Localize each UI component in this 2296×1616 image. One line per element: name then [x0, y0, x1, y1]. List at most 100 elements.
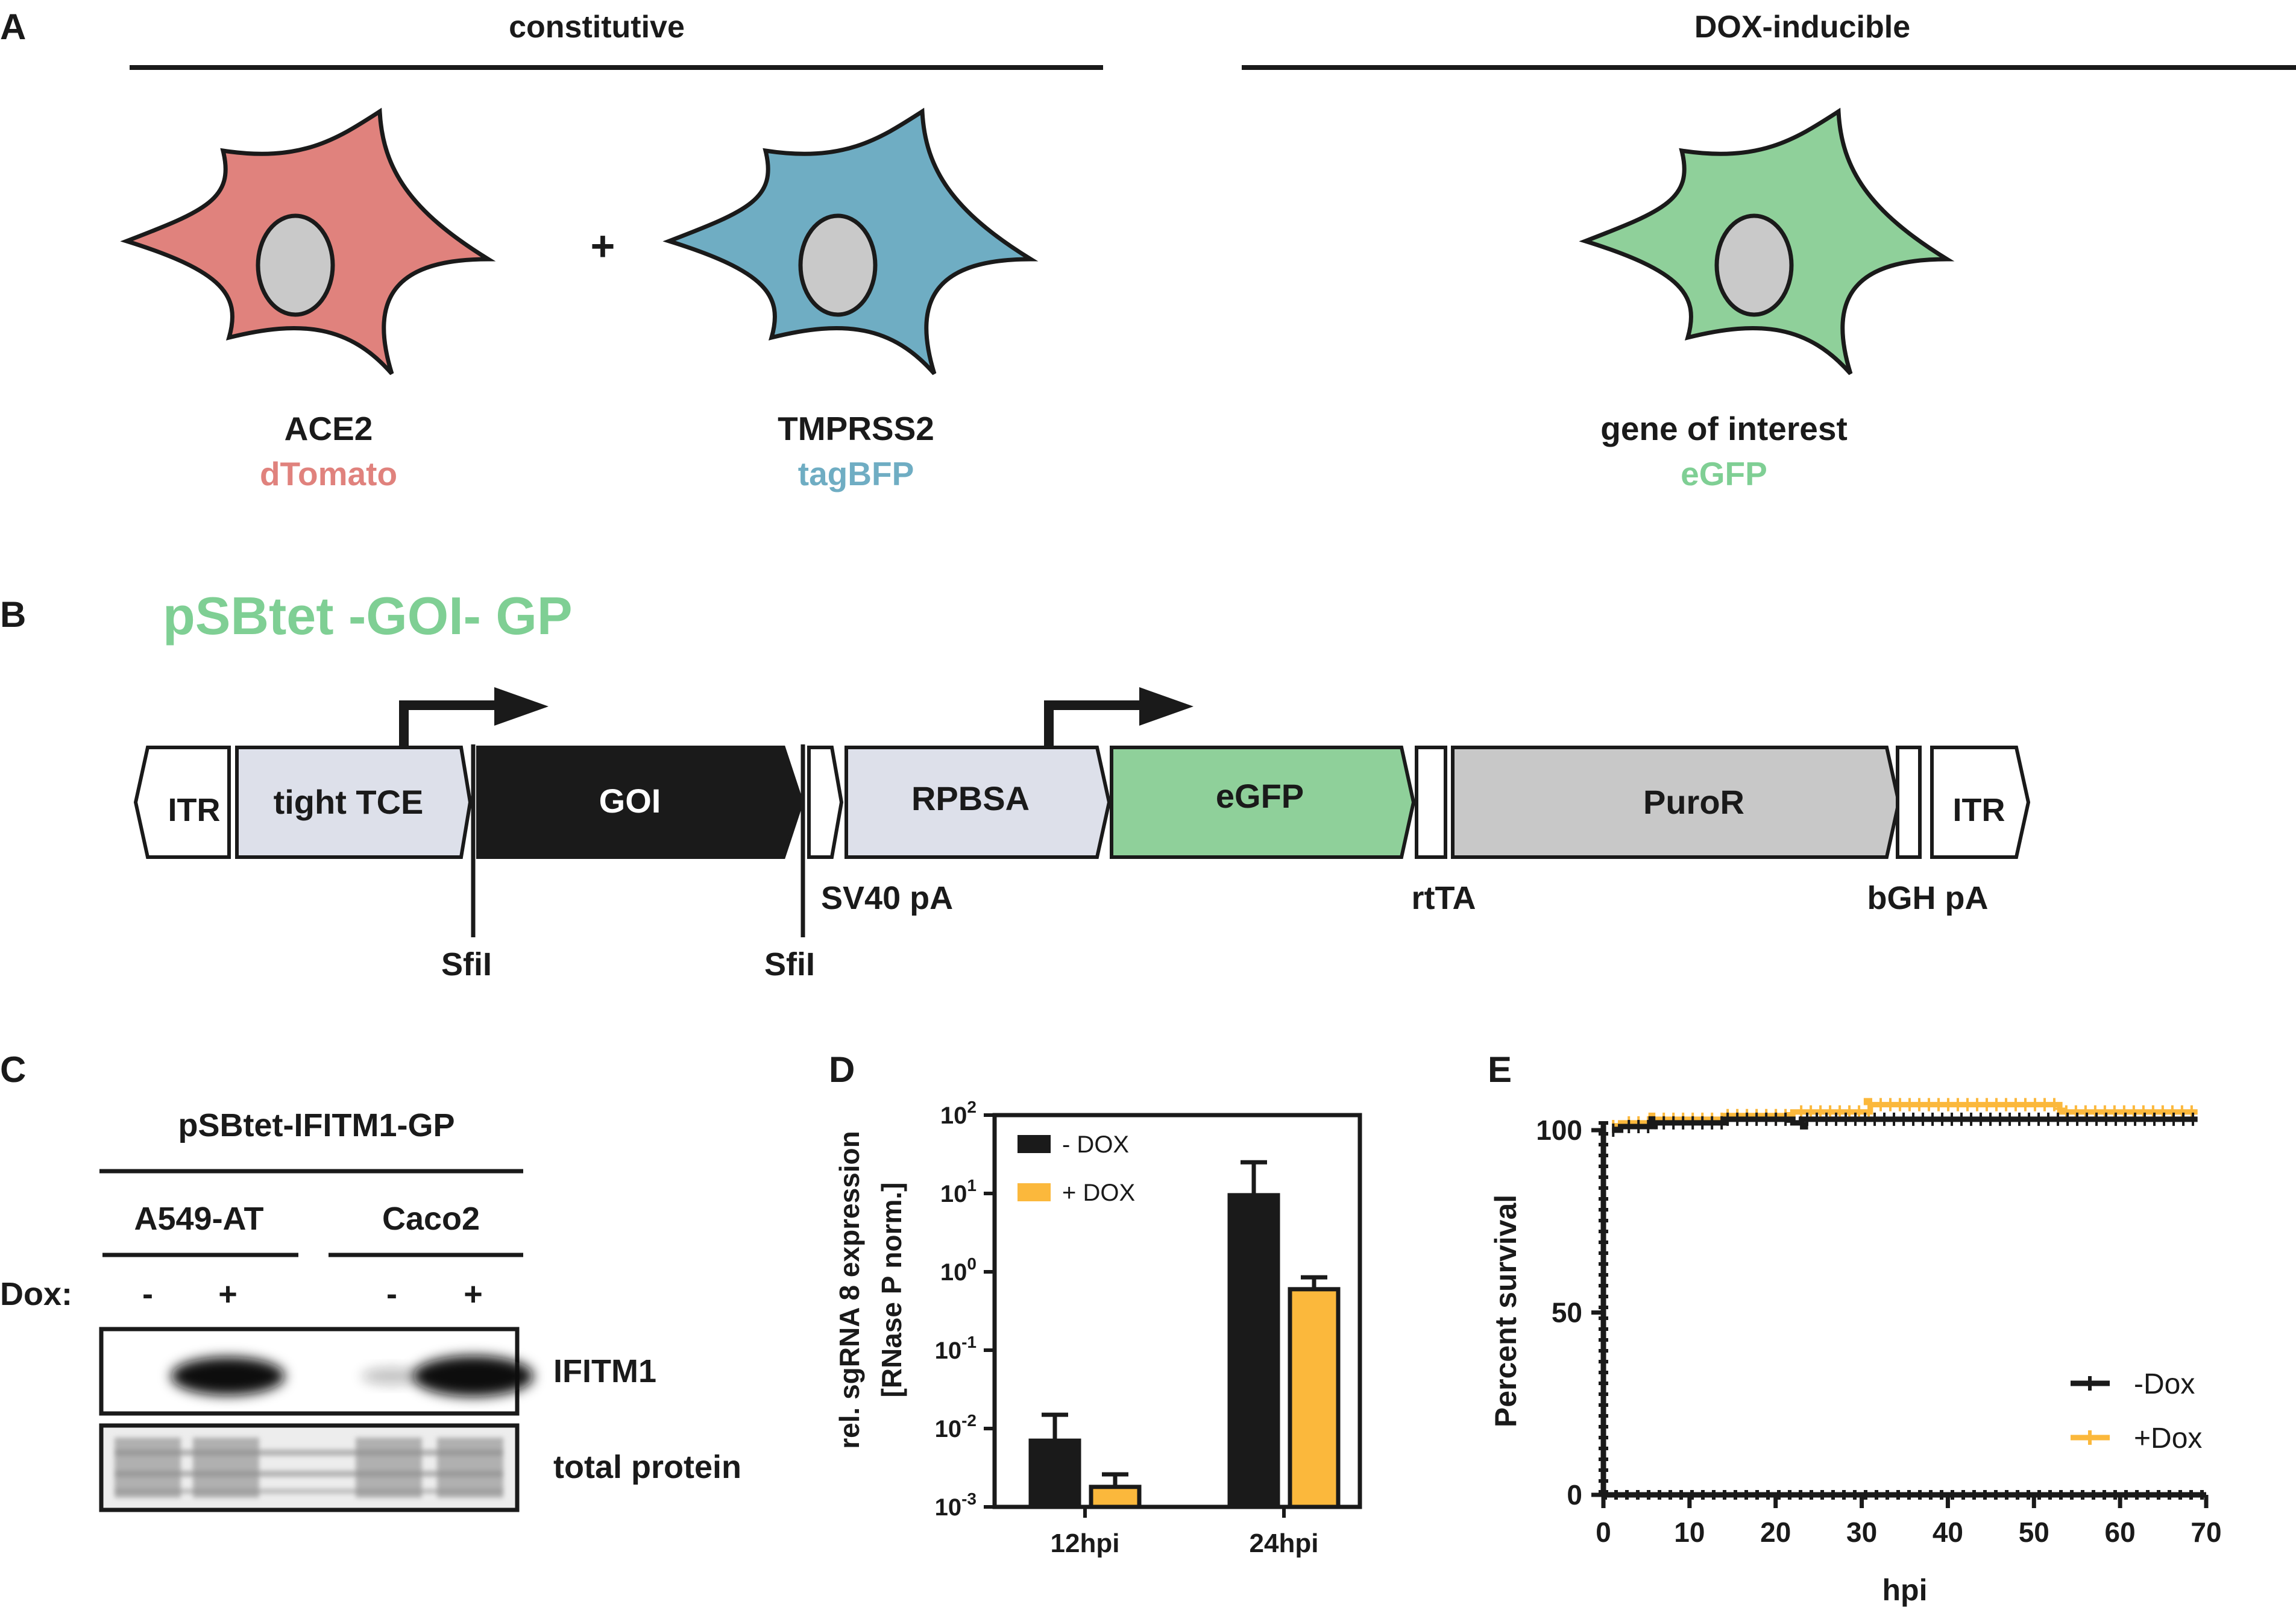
bar-plus-dox-12hpi — [1089, 1485, 1142, 1509]
rtta-box — [1415, 746, 1447, 859]
rpbsa-label: RPBSA — [911, 779, 1030, 817]
ifitm1-band — [361, 1367, 423, 1385]
promoter-arrow-1-head — [494, 687, 549, 726]
tp-band-row-3 — [115, 1489, 503, 1494]
dox-state-4: + — [464, 1276, 483, 1312]
panel-d-legend: - DOX + DOX — [1017, 1131, 1135, 1206]
bgh-label: bGH pA — [1867, 880, 1989, 916]
goi-box — [476, 746, 804, 859]
panel-d-bars — [1028, 1160, 1341, 1509]
x-tick-label: 60 — [2105, 1517, 2136, 1548]
panel-c: C pSBtet-IFITM1-GP A549-AT Caco2 Dox: - … — [0, 1049, 741, 1512]
dox-state-1: - — [142, 1276, 153, 1312]
tp-band-row-2 — [115, 1471, 503, 1477]
x-tick-label: 24hpi — [1250, 1529, 1319, 1558]
tight-tce-label: tight TCE — [274, 783, 424, 821]
itr-right-box — [1930, 746, 2031, 859]
ifitm1-bands — [171, 1356, 533, 1397]
y-tick-label: 101 — [940, 1176, 977, 1207]
survival-line-plus-dox — [1612, 1102, 2198, 1130]
ifitm1-band — [171, 1357, 285, 1395]
cell-line-caco2: Caco2 — [382, 1201, 480, 1237]
promoter-arrow-1-shaft — [399, 700, 500, 747]
x-tick-label: 50 — [2019, 1517, 2049, 1548]
tp-lane-2 — [193, 1438, 259, 1498]
ace2-label: ACE2 — [285, 410, 373, 447]
y-tick-label: 100 — [940, 1254, 977, 1286]
panel-e-letter: E — [1488, 1049, 1512, 1090]
dtomato-label: dTomato — [260, 455, 397, 492]
panel-a-letter: A — [0, 7, 26, 47]
ifitm1-band — [413, 1356, 533, 1397]
tp-lane-1 — [115, 1438, 181, 1498]
tagbfp-label: tagBFP — [798, 455, 914, 492]
goi-label: GOI — [599, 782, 661, 820]
tp-lane-3 — [356, 1438, 422, 1498]
promoter-arrow-2-head — [1139, 687, 1194, 726]
panel-b: B pSBtet -GOI- GP ITR tight TCE GOI RPBS… — [0, 586, 2031, 982]
tight-tce-box — [235, 746, 473, 859]
tp-band-row-1 — [115, 1450, 503, 1456]
sfil-2-label: SfiI — [764, 946, 815, 982]
puror-box — [1451, 746, 1901, 859]
sv40-label: SV40 pA — [821, 880, 953, 916]
x-tick-label: 30 — [1846, 1517, 1877, 1548]
panel-e-lines — [1612, 1098, 2198, 1137]
survival-censor-ticks — [1612, 1112, 2198, 1137]
cell-line-a549: A549-AT — [134, 1201, 263, 1237]
tp-lane-4 — [437, 1438, 503, 1498]
rtta-label: rtTA — [1412, 880, 1476, 916]
bgh-box — [1896, 746, 1922, 859]
x-tick-label: 20 — [1760, 1517, 1791, 1548]
panel-d-ylabel-line-2: [RNase P norm.] — [876, 1182, 907, 1397]
egfp-box — [1110, 746, 1416, 859]
legend-minus-dox-text: -Dox — [2134, 1368, 2195, 1400]
egfp-reporter-label: eGFP — [1681, 455, 1767, 492]
total-protein-bands — [115, 1438, 503, 1498]
x-tick-label: 70 — [2191, 1517, 2221, 1548]
ace2-cell — [120, 107, 496, 376]
y-tick-label: 102 — [940, 1098, 977, 1129]
puror-label: PuroR — [1643, 783, 1744, 821]
ace2-cell-nucleus — [256, 213, 335, 317]
y-tick-label: 50 — [1552, 1297, 1582, 1328]
x-tick-label: 10 — [1674, 1517, 1705, 1548]
dox-inducible-heading: DOX-inducible — [1694, 10, 1910, 45]
panel-e-ylabel: Percent survival — [1489, 1195, 1523, 1427]
egfp-label: eGFP — [1216, 777, 1304, 815]
construct-title: pSBtet -GOI- GP — [163, 586, 573, 646]
tmprss2-label: TMPRSS2 — [778, 410, 934, 447]
dox-state-2: + — [218, 1276, 237, 1312]
y-tick-label: 0 — [1567, 1479, 1582, 1511]
legend-plus-dox-swatch — [1017, 1183, 1051, 1201]
x-tick-label: 40 — [1933, 1517, 1963, 1548]
panel-d: D rel. sgRNA 8 expression [RNase P norm.… — [829, 1049, 1362, 1558]
tmprss2-cell-nucleus — [798, 213, 878, 317]
dox-state-3: - — [386, 1276, 397, 1312]
y-tick-label: 10-1 — [935, 1333, 977, 1364]
panel-b-letter: B — [0, 594, 26, 635]
gene-of-interest-label: gene of interest — [1600, 410, 1848, 447]
y-tick-label: 100 — [1536, 1115, 1582, 1146]
sv40-box — [807, 746, 844, 859]
panel-d-ylabel: rel. sgRNA 8 expression [RNase P norm.] — [834, 1131, 907, 1449]
legend-plus-dox-text: +Dox — [2134, 1423, 2202, 1454]
panel-d-ylabel-line-1: rel. sgRNA 8 expression — [834, 1131, 865, 1449]
legend-minus-dox-swatch — [1017, 1135, 1051, 1153]
total-protein-label: total protein — [553, 1449, 741, 1485]
itr-right-label: ITR — [1953, 792, 2005, 828]
panel-d-x-axis: 12hpi 24hpi — [1051, 1507, 1319, 1558]
constitutive-heading: constitutive — [509, 10, 685, 45]
x-tick-label: 0 — [1596, 1517, 1611, 1548]
promoter-arrow-2-shaft — [1044, 700, 1145, 747]
x-tick-label: 12hpi — [1051, 1529, 1120, 1558]
bar-minus-dox-12hpi — [1028, 1438, 1081, 1509]
dox-row-label: Dox: — [0, 1276, 72, 1312]
tmprss2-cell — [662, 107, 1039, 376]
panel-c-letter: C — [0, 1049, 26, 1090]
bar-minus-dox-24hpi — [1227, 1193, 1280, 1509]
